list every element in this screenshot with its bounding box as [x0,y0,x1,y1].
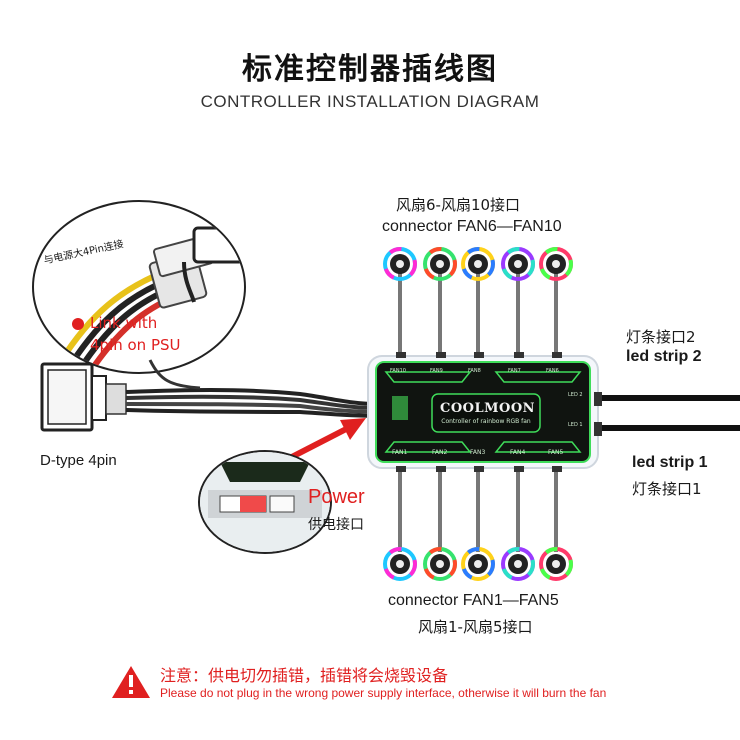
port-fan8-label: FAN8 [468,368,481,374]
led2-label-zh: 灯条接口2 [626,326,696,347]
port-fan9-label: FAN9 [430,368,443,374]
led1-label-zh: 灯条接口1 [632,478,702,499]
port-fan5-label: FAN5 [548,449,563,456]
port-fan2-label: FAN2 [432,449,447,456]
port-fan7-label: FAN7 [508,368,521,374]
port-led1-label: LED 1 [568,422,583,428]
port-led2-label: LED 2 [568,392,583,398]
bottom-fan-cables [400,468,556,552]
fan-bottom-label-zh: 风扇1-风扇5接口 [418,616,533,637]
warning-zh: 注意：供电切勿插错，插错将会烧毁设备 [160,662,448,686]
port-fan1-label: FAN1 [392,449,407,456]
port-fan4-label: FAN4 [510,449,525,456]
fan-bottom-label-en: connector FAN1—FAN5 [388,592,559,610]
controller-brand: COOLMOON [440,401,532,416]
port-fan10-label: FAN10 [390,368,406,374]
dtype-connector-graphic [42,364,126,430]
dtype-label: D-type 4pin [40,452,117,469]
power-label-en: Power [308,486,365,509]
warning-en: Please do not plug in the wrong power su… [160,686,606,700]
controller-subtitle: Controller of rainbow RGB fan [434,418,538,425]
led1-label-en: led strip 1 [632,454,708,472]
port-fan3-label: FAN3 [470,449,485,456]
top-fan-cables [400,272,556,358]
warning-triangle-icon [112,666,150,698]
power-label-zh: 供电接口 [308,514,364,534]
port-fan6-label: FAN6 [546,368,559,374]
led2-label-en: led strip 2 [626,348,702,366]
bottom-fans [385,549,571,579]
